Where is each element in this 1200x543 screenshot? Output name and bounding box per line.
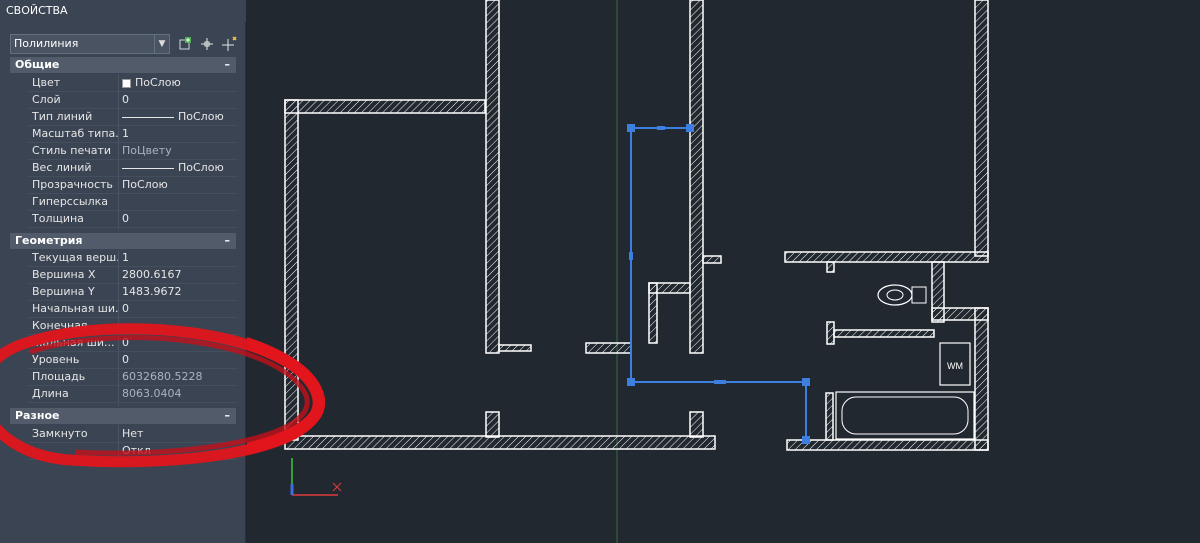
section-geometry-title: Геометрия xyxy=(15,234,83,247)
washing-machine xyxy=(939,342,971,386)
prop-row-layer[interactable]: Слой 0 xyxy=(28,92,238,109)
prop-value[interactable]: 0 xyxy=(122,212,129,225)
collapse-icon[interactable]: – xyxy=(224,409,231,422)
prop-label: Стиль печати xyxy=(32,144,112,157)
prop-row-linetype[interactable]: Тип линий ПоСлою xyxy=(28,109,238,126)
prop-label: ...альная ши... xyxy=(32,336,115,349)
prop-row-area[interactable]: Площадь 6032680.5228 xyxy=(28,369,238,386)
prop-value[interactable]: 1 xyxy=(122,251,129,264)
walls xyxy=(284,0,989,451)
midpoint-grip[interactable] xyxy=(714,380,726,384)
prop-value[interactable]: ПоСлою xyxy=(122,75,236,91)
prop-row-hyperlink[interactable]: Гиперссылка xyxy=(28,194,238,211)
prop-label: Текущая верш... xyxy=(32,251,118,264)
vertex-grip[interactable] xyxy=(802,378,810,386)
prop-row-plot-style[interactable]: Стиль печати ПоЦвету xyxy=(28,143,238,160)
prop-label: Конечная ... xyxy=(32,319,102,332)
prop-label: Прозрачность xyxy=(32,178,113,191)
prop-row-closed[interactable]: Замкнуто Нет xyxy=(28,426,238,443)
bathtub xyxy=(835,391,975,440)
section-general-title: Общие xyxy=(15,58,60,71)
prop-label: Вершина X xyxy=(32,268,96,281)
prop-label: Гиперссылка xyxy=(32,195,108,208)
quick-select-icon[interactable] xyxy=(176,34,194,54)
drawing-canvas[interactable]: WM xyxy=(247,0,1200,543)
selected-polyline[interactable] xyxy=(627,124,810,444)
prop-value[interactable]: 1483.9672 xyxy=(122,285,182,298)
prop-label: Масштаб типа... xyxy=(32,127,118,140)
prop-value[interactable]: 0 xyxy=(122,353,129,366)
properties-toolbar: Полилиния ▼ xyxy=(10,34,242,54)
toggle-pickadd-icon[interactable] xyxy=(220,34,238,54)
properties-palette: СВОЙСТВА Полилиния ▼ Общие – Цвет ПоСлою… xyxy=(0,0,246,543)
vertex-grip[interactable] xyxy=(627,124,635,132)
prop-row-linetype-generation[interactable]: Откл xyxy=(28,443,238,460)
prop-label: Площадь xyxy=(32,370,86,383)
prop-label: Начальная ши... xyxy=(32,302,118,315)
color-swatch-icon xyxy=(122,78,131,88)
prop-value[interactable]: ПоСлою xyxy=(122,160,236,176)
object-type-select[interactable]: Полилиния ▼ xyxy=(10,34,170,54)
vertex-grip[interactable] xyxy=(802,436,810,444)
prop-label: Слой xyxy=(32,93,61,106)
prop-label: Замкнуто xyxy=(32,427,88,440)
prop-value[interactable]: 2800.6167 xyxy=(122,268,182,281)
prop-value[interactable]: 0 xyxy=(122,336,129,349)
washing-machine-label: WM xyxy=(947,361,963,371)
prop-value[interactable]: ПоСлою xyxy=(122,109,236,125)
collapse-icon[interactable]: – xyxy=(224,234,231,247)
column-divider xyxy=(118,74,119,230)
prop-label: Тип линий xyxy=(32,110,93,123)
section-misc-title: Разное xyxy=(15,409,60,422)
prop-row-elevation[interactable]: Уровень 0 xyxy=(28,352,238,369)
prop-row-vertex-x[interactable]: Вершина X 2800.6167 xyxy=(28,267,238,284)
vertex-grip[interactable] xyxy=(686,124,694,132)
section-geometry[interactable]: Геометрия – xyxy=(10,233,236,249)
object-type-value: Полилиния xyxy=(14,37,79,50)
prop-label: Длина xyxy=(32,387,69,400)
prop-label: Цвет xyxy=(32,76,61,89)
prop-row-start-width[interactable]: Начальная ши... 0 xyxy=(28,301,238,318)
prop-value[interactable]: ПоСлою xyxy=(122,178,168,191)
bathtub-inner xyxy=(841,396,969,435)
prop-row-end-width[interactable]: Конечная ... xyxy=(28,318,238,335)
section-misc[interactable]: Разное – xyxy=(10,408,236,424)
prop-row-current-vertex[interactable]: Текущая верш... 1 xyxy=(28,250,238,267)
prop-label: Вес линий xyxy=(32,161,92,174)
chevron-down-icon[interactable]: ▼ xyxy=(154,35,169,53)
prop-value: ПоЦвету xyxy=(122,144,172,157)
palette-title[interactable]: СВОЙСТВА xyxy=(0,0,246,22)
prop-row-thickness[interactable]: Толщина 0 xyxy=(28,211,238,228)
prop-row-lineweight[interactable]: Вес линий ПоСлою xyxy=(28,160,238,177)
prop-value: 8063.0404 xyxy=(122,387,182,400)
toilet-tank xyxy=(911,286,927,304)
toilet-bowl xyxy=(886,289,904,301)
prop-label: Уровень xyxy=(32,353,80,366)
prop-row-transparency[interactable]: Прозрачность ПоСлою xyxy=(28,177,238,194)
prop-value[interactable]: 1 xyxy=(122,127,129,140)
midpoint-grip[interactable] xyxy=(657,126,665,130)
linetype-preview-icon xyxy=(122,116,174,118)
prop-row-length[interactable]: Длина 8063.0404 xyxy=(28,386,238,403)
section-general[interactable]: Общие – xyxy=(10,57,236,73)
prop-row-linetype-scale[interactable]: Масштаб типа... 1 xyxy=(28,126,238,143)
prop-row-color[interactable]: Цвет ПоСлою xyxy=(28,75,238,92)
prop-row-vertex-y[interactable]: Вершина Y 1483.9672 xyxy=(28,284,238,301)
prop-row-global-width[interactable]: ...альная ши... 0 xyxy=(28,335,238,352)
prop-value[interactable]: Нет xyxy=(122,427,144,440)
collapse-icon[interactable]: – xyxy=(224,58,231,71)
vertex-grip[interactable] xyxy=(627,378,635,386)
prop-value: 6032680.5228 xyxy=(122,370,203,383)
select-objects-icon[interactable] xyxy=(198,34,216,54)
lineweight-preview-icon xyxy=(122,167,174,169)
prop-value[interactable]: 0 xyxy=(122,302,129,315)
prop-label: Вершина Y xyxy=(32,285,95,298)
midpoint-grip[interactable] xyxy=(629,252,633,260)
prop-value[interactable]: 0 xyxy=(122,93,129,106)
prop-value[interactable]: Откл xyxy=(122,444,151,457)
prop-label: Толщина xyxy=(32,212,84,225)
